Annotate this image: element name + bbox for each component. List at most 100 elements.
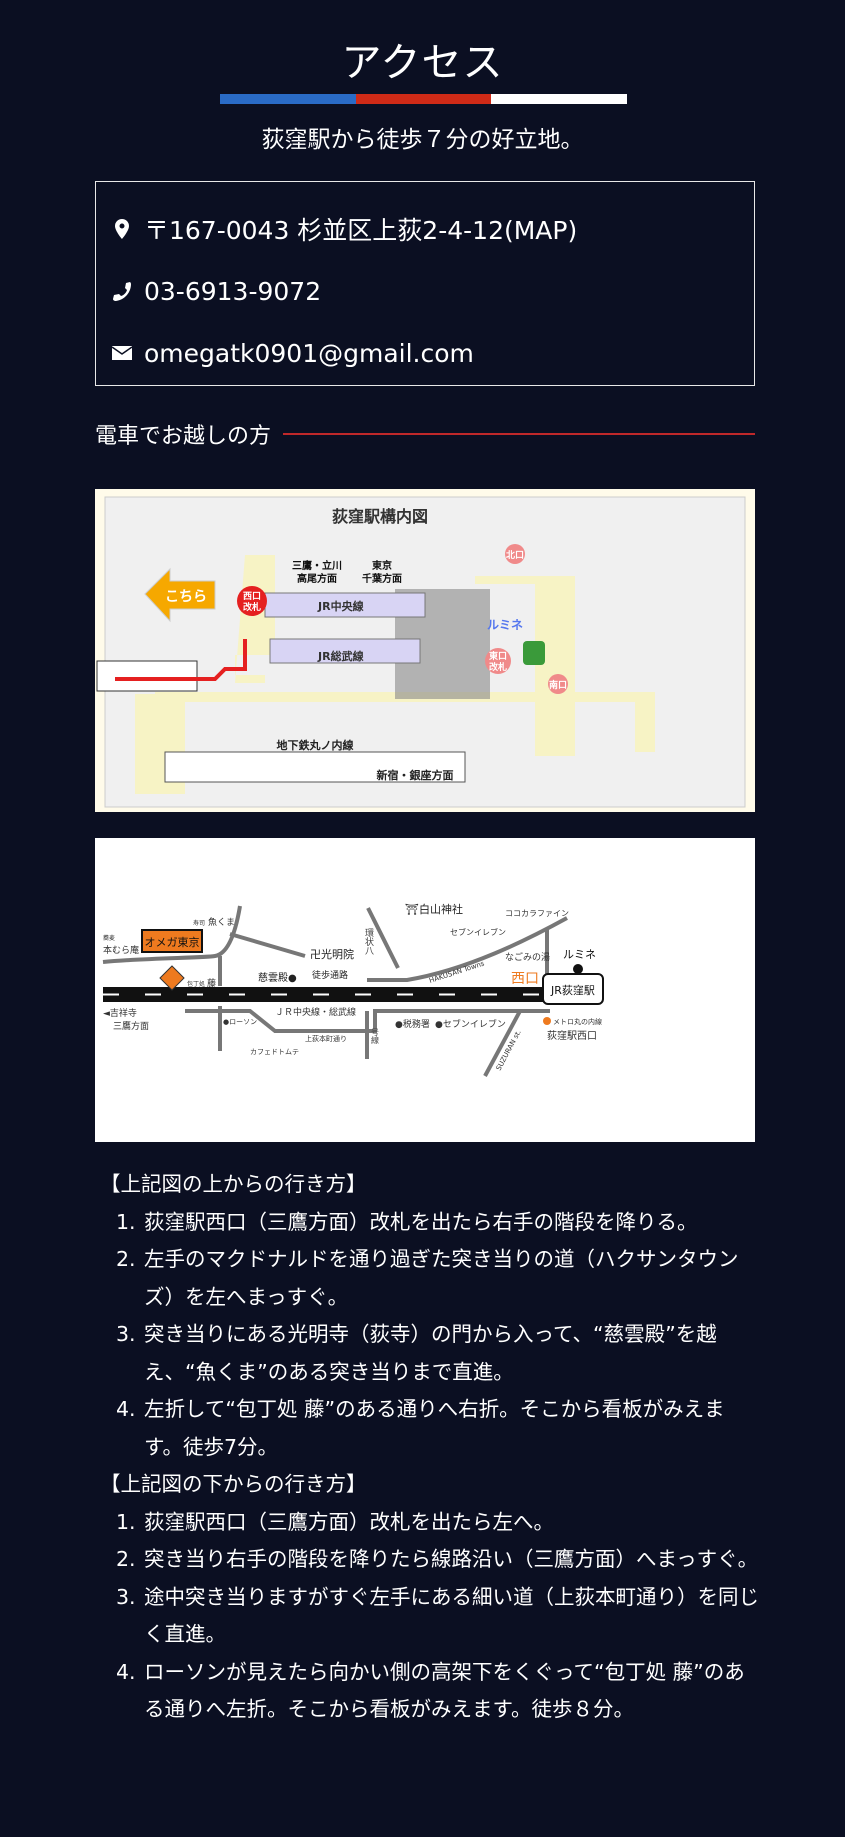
- marunouchi-platform: [164, 751, 466, 783]
- step-number: 1.: [116, 1509, 136, 1534]
- lumine-label: ルミネ: [563, 948, 596, 961]
- mitaka-direction-label: 三鷹方面: [113, 1020, 149, 1032]
- fuji-label2: 藤: [207, 977, 216, 989]
- step-number: 1.: [116, 1209, 136, 1234]
- step-number: 3.: [116, 1584, 136, 1609]
- route-step: 3. 突き当りにある光明寺（荻寺）の門から入って、“慈雲殿”を越え、“魚くま”のあ…: [100, 1316, 760, 1391]
- shinjuku-label: 新宿・銀座方面: [377, 768, 454, 782]
- shop-badge: [141, 929, 203, 953]
- route-step: 3. 途中突き当りますがすぐ左手にある細い道（上荻本町通り）を同じく直進。: [100, 1579, 760, 1654]
- jiunden-label: 慈雲殿●: [258, 971, 297, 984]
- chuo-platform: [264, 592, 426, 618]
- upper-route-steps: 1. 荻窪駅西口（三鷹方面）改札を出たら右手の階段を降りる。 2. 左手のマクドナル…: [100, 1204, 760, 1467]
- route-step: 1. 荻窪駅西口（三鷹方面）改札を出たら左へ。: [100, 1504, 760, 1542]
- lower-route-steps: 1. 荻窪駅西口（三鷹方面）改札を出たら左へ。 2. 突き当り右手の階段を降りたら線…: [100, 1504, 760, 1729]
- east-concourse: [475, 576, 575, 756]
- directions: 【上記図の上からの行き方】 1. 荻窪駅西口（三鷹方面）改札を出たら右手の階段を降…: [100, 1166, 760, 1729]
- seven-eleven-label-2: ●セブンイレブン: [435, 1018, 506, 1030]
- step-text: ローソンが見えたら向かい側の高架下をくぐって“包丁処 藤”のある通りへ左折。そこ…: [144, 1659, 745, 1722]
- cafe-label: カフェドトムテ: [250, 1048, 299, 1056]
- shop-label: オメガ東京: [145, 935, 200, 949]
- route-step: 4.左折して“包丁処 藤”のある通りへ右折。そこから看板がみえます。徒歩7分。: [100, 1391, 760, 1466]
- south-exit-label: 南口: [549, 679, 567, 691]
- step-text: 左手のマクドナルドを通り過ぎた突き当りの道（ハクサンタウンズ）を左へまっすぐ。: [144, 1247, 739, 1309]
- cocokara-label: ココカラファイン: [505, 909, 569, 918]
- route-step: 4. ローソンが見えたら向かい側の高架下をくぐって“包丁処 藤”のある通りへ左折。…: [100, 1654, 760, 1729]
- lawson-label: ●ローソン: [223, 1018, 257, 1026]
- lower-route-title: 【上記図の下からの行き方】: [100, 1472, 367, 1496]
- nagomi-label: なごみの湯: [505, 951, 550, 963]
- street: [96, 660, 198, 692]
- west-exit-label: 西口: [511, 971, 539, 987]
- lumine-label: ルミネ: [487, 618, 523, 632]
- tokyo-label: 東京: [372, 559, 392, 572]
- address-link[interactable]: 〒167-0043 杉並区上荻2-4-12(MAP): [144, 216, 578, 245]
- kochira-label: こちら: [165, 589, 207, 605]
- step-text: 荻窪駅西口（三鷹方面）改札を出たら左へ。: [144, 1509, 554, 1534]
- east-gate-badge: [485, 648, 511, 674]
- sobu-platform: [269, 638, 421, 664]
- north-exit-label: 北口: [506, 549, 524, 561]
- kanpachi-label: 環状八: [363, 928, 374, 955]
- step-number: 3.: [116, 1322, 136, 1346]
- chuo-label: JR中央線: [317, 599, 364, 613]
- green-window-icon: [523, 641, 545, 665]
- section-title: 電車でお越しの方: [95, 424, 272, 449]
- west-gate-label: 西口: [243, 591, 261, 602]
- west-gate-label2: 改札: [243, 601, 261, 613]
- map-pin-icon: [115, 219, 129, 239]
- metro-dot: [543, 1017, 551, 1025]
- jr-station-label: JR荻窪駅: [550, 983, 595, 997]
- station-map-title: 荻窪駅構内図: [332, 507, 428, 526]
- kamiogi-street-label: 上荻本町通り: [305, 1034, 347, 1043]
- lumine-dot: [573, 964, 583, 974]
- shop-marker: [159, 965, 185, 991]
- step-text: 途中突き当りますがすぐ左手にある細い道（上荻本町通り）を同じく直進。: [144, 1584, 759, 1647]
- seven-eleven-label: セブンイレブン: [450, 927, 506, 937]
- divider-blue: [220, 94, 356, 104]
- south-exit-badge: [548, 674, 568, 694]
- roads: [102, 905, 568, 1077]
- route-step: 2. 突き当り右手の階段を降りたら線路沿い（三鷹方面）へまっすぐ。: [100, 1541, 760, 1579]
- east-gate-label2: 改札: [489, 661, 507, 673]
- divider-red: [355, 94, 492, 104]
- step-text: 荻窪駅西口（三鷹方面）改札を出たら右手の階段を降りる。: [144, 1209, 698, 1234]
- area-map: JR荻窪駅 オメガ東京 蕎麦 本むら庵 寿司 魚くま 包丁処 藤 卍光明院 慈雲…: [95, 838, 755, 1142]
- email-link[interactable]: omegatk0901@gmail.com: [144, 338, 474, 368]
- east-gate-label: 東口: [489, 650, 507, 662]
- envelope-icon: [111, 346, 133, 360]
- step-number: 2.: [116, 1547, 136, 1571]
- section-line: [283, 433, 755, 435]
- step-text: 左折して“包丁処 藤”のある通りへ右折。そこから看板がみえます。徒歩7分。: [144, 1397, 725, 1459]
- upper-route-title: 【上記図の上からの行き方】: [100, 1172, 367, 1196]
- soba-label: 蕎麦: [103, 934, 115, 942]
- phone-link[interactable]: 03-6913-9072: [144, 276, 322, 306]
- page-title: アクセス: [341, 40, 504, 86]
- soba-label2: 本むら庵: [103, 944, 139, 956]
- tokyo-label2: 千葉方面: [362, 572, 402, 585]
- route-step: 1. 荻窪駅西口（三鷹方面）改札を出たら右手の階段を降りる。: [100, 1204, 760, 1242]
- tax-office-label: ●税務署: [395, 1018, 430, 1030]
- tricolor-divider: [220, 94, 628, 104]
- contact-box: 〒167-0043 杉並区上荻2-4-12(MAP) 03-6913-9072 …: [95, 181, 755, 386]
- gosen-label: 号線: [371, 1028, 380, 1044]
- step-number: 4.: [116, 1659, 136, 1684]
- jr-station-box: [542, 973, 604, 1005]
- email-row: omegatk0901@gmail.com: [110, 322, 740, 384]
- hakusan-shrine-label: ⛩白山神社: [405, 902, 463, 916]
- west-gate-badge: [237, 586, 267, 616]
- fuji-label: 包丁処: [187, 980, 205, 988]
- route-arrow: [115, 639, 247, 681]
- subtitle: 荻窪駅から徒歩７分の好立地。: [261, 127, 584, 153]
- komyoin-label: 卍光明院: [310, 947, 354, 961]
- sobu-label: JR総武線: [317, 649, 364, 663]
- mitaka-label: 三鷹・立川: [292, 559, 342, 572]
- route-step: 2. 左手のマクドナルドを通り過ぎた突き当りの道（ハクサンタウンズ）を左へまっすぐ…: [100, 1241, 760, 1316]
- metro-label: メトロ丸の内線: [553, 1017, 602, 1026]
- step-number: 2.: [116, 1247, 136, 1271]
- phone-row: 03-6913-9072: [110, 260, 740, 322]
- step-text: 突き当りにある光明寺（荻寺）の門から入って、“慈雲殿”を越え、“魚くま”のある突…: [144, 1322, 717, 1384]
- step-text: 突き当り右手の階段を降りたら線路沿い（三鷹方面）へまっすぐ。: [144, 1547, 759, 1571]
- divider-white: [491, 94, 628, 104]
- kochira-arrow: [144, 567, 216, 623]
